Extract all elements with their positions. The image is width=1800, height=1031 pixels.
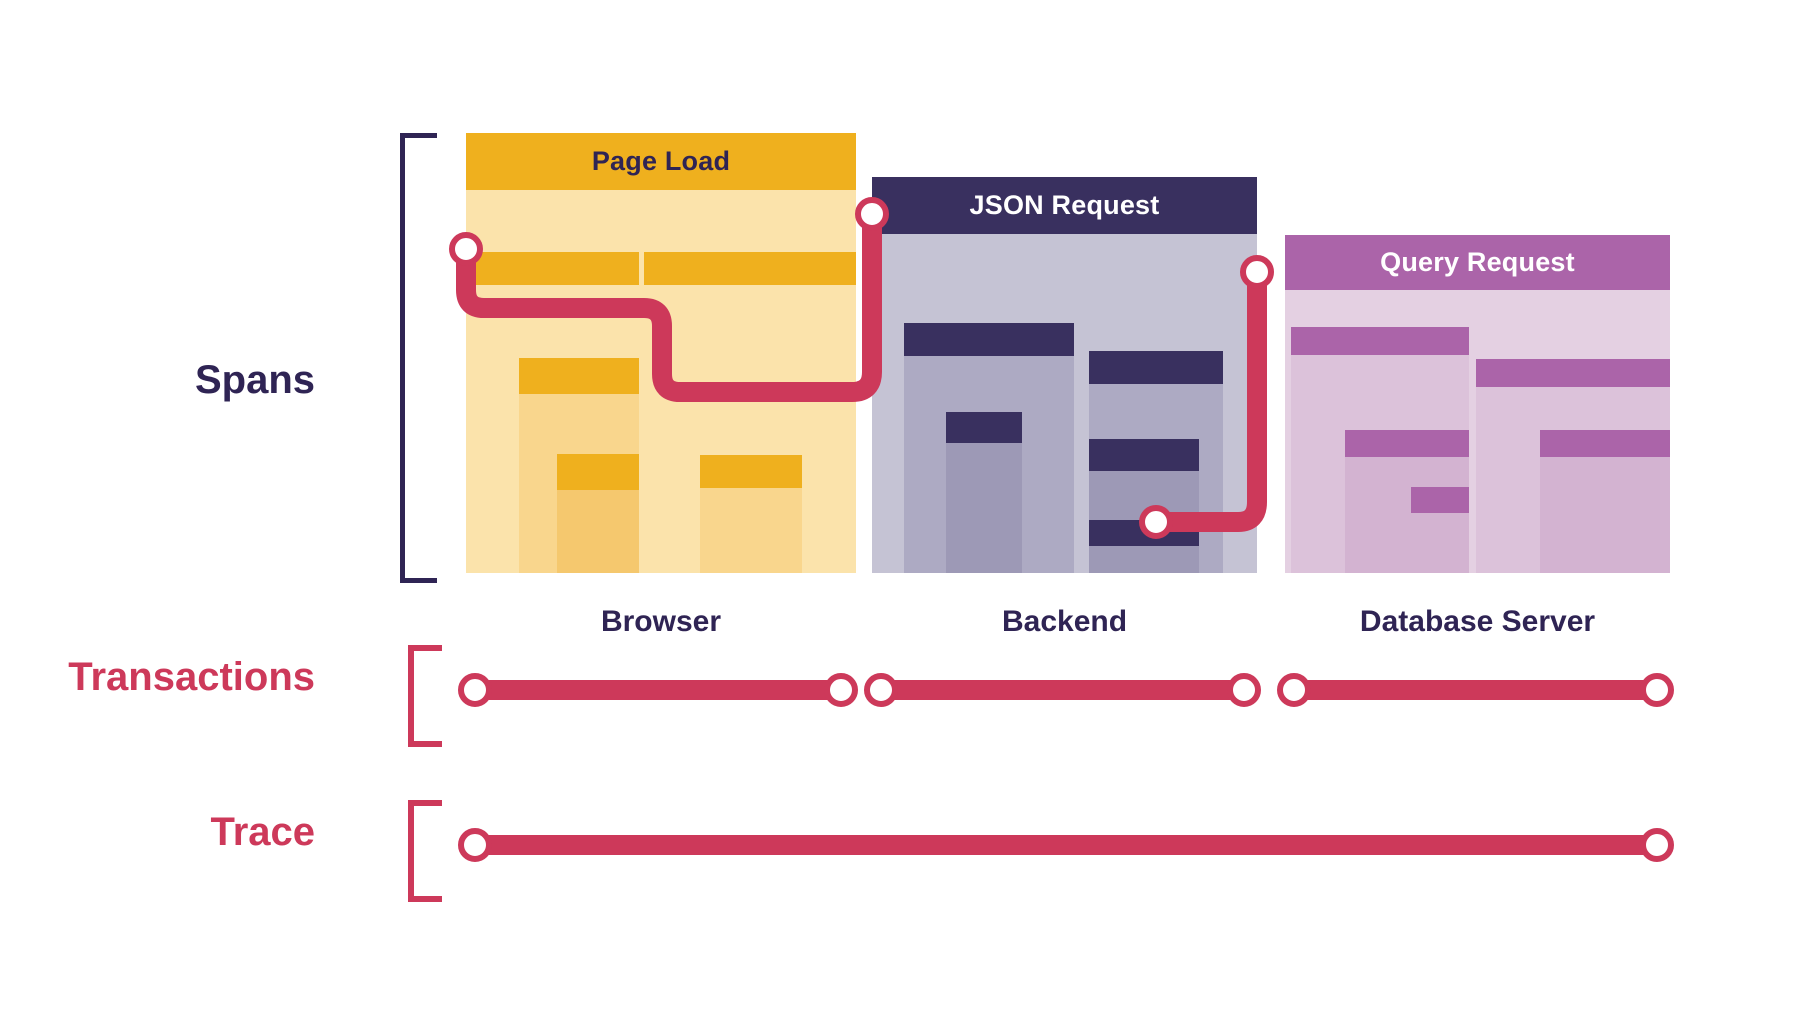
transaction-dot-browser-start[interactable] <box>458 673 492 707</box>
transaction-dot-backend-start[interactable] <box>864 673 898 707</box>
connector-node-database-start[interactable] <box>1240 255 1274 289</box>
span-group-header-json-request: JSON Request <box>872 177 1257 234</box>
row-label-spans: Spans <box>194 358 315 402</box>
connector-node-browser-start[interactable] <box>449 232 483 266</box>
span-group-header-page-load: Page Load <box>466 133 856 190</box>
bracket-transactions <box>408 645 442 747</box>
span-bar-backend-6 <box>1089 520 1199 573</box>
trace-dot-start[interactable] <box>458 828 492 862</box>
transaction-dot-browser-end[interactable] <box>824 673 858 707</box>
span-group-browser: Page Load <box>466 133 856 573</box>
transaction-dot-database-start[interactable] <box>1277 673 1311 707</box>
node-label-backend: Backend <box>1001 605 1128 638</box>
span-bar-browser-5 <box>700 455 802 573</box>
connector-node-backend-exit[interactable] <box>1139 505 1173 539</box>
trace-dot-end[interactable] <box>1640 828 1674 862</box>
span-group-body-database <box>1285 290 1670 573</box>
node-label-browser: Browser <box>600 605 722 638</box>
transaction-line-backend[interactable] <box>872 680 1244 700</box>
trace-line[interactable] <box>466 835 1667 855</box>
node-label-database: Database Server <box>1359 605 1596 638</box>
row-label-transactions: Transactions <box>68 655 315 699</box>
connector-node-backend-start[interactable] <box>855 197 889 231</box>
bracket-spans <box>400 133 437 583</box>
span-group-database: Query Request <box>1285 235 1670 573</box>
bracket-trace <box>408 800 442 902</box>
span-group-header-query-request: Query Request <box>1285 235 1670 290</box>
span-bar-browser-6 <box>557 454 639 573</box>
span-group-body-backend <box>872 234 1257 573</box>
span-group-backend: JSON Request <box>872 177 1257 573</box>
transaction-line-database[interactable] <box>1285 680 1667 700</box>
span-group-body-browser <box>466 190 856 573</box>
row-label-trace: Trace <box>210 810 315 854</box>
span-bar-backend-3 <box>946 412 1022 573</box>
transaction-dot-database-end[interactable] <box>1640 673 1674 707</box>
transaction-line-browser[interactable] <box>466 680 841 700</box>
transaction-dot-backend-end[interactable] <box>1227 673 1261 707</box>
span-bar-database-5 <box>1540 430 1670 573</box>
span-bar-database-6 <box>1411 487 1469 573</box>
